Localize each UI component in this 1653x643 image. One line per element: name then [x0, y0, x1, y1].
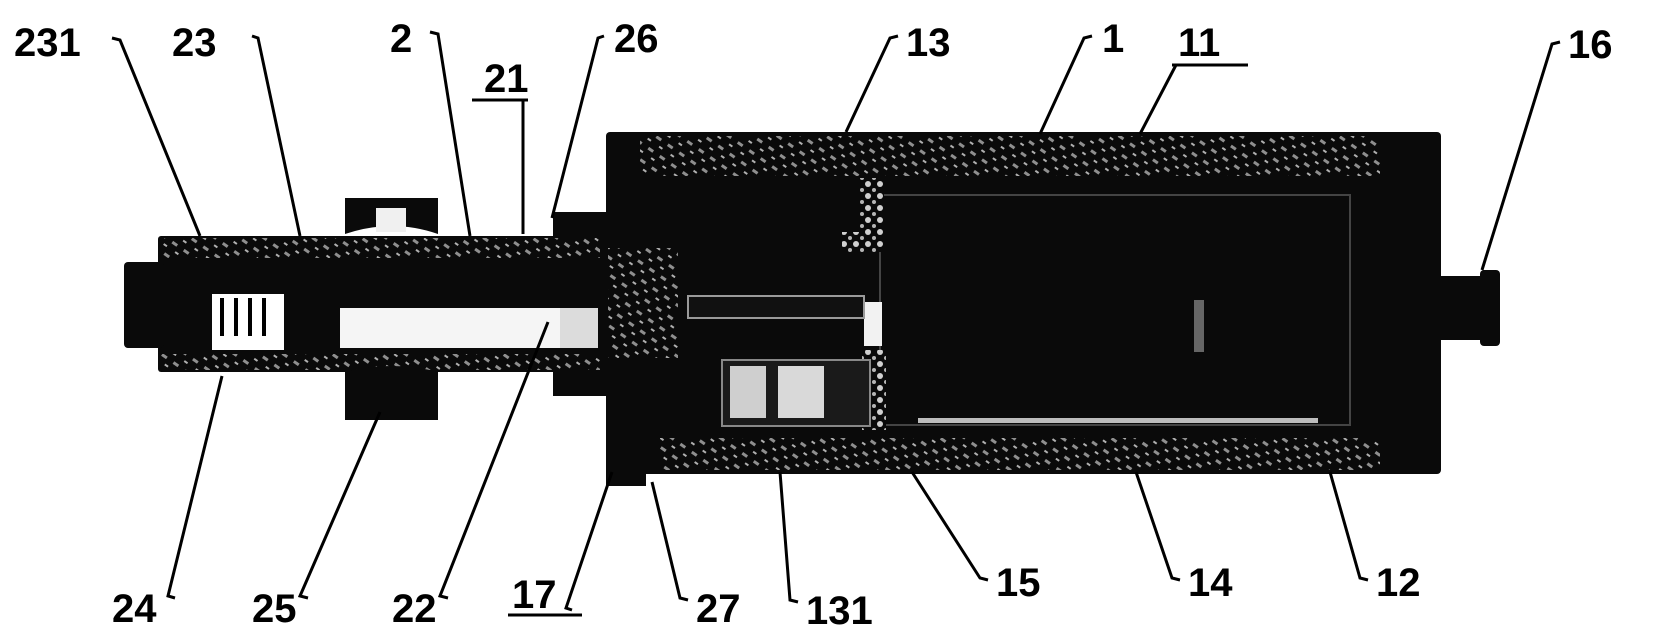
housing-bottom-wall-hatch — [660, 438, 1380, 470]
grip-ring-highlight — [376, 208, 406, 232]
label-23: 23 — [172, 21, 217, 65]
shaft-assembly — [124, 236, 608, 372]
leader-lines — [111, 30, 1561, 617]
shaft-bottom-wall-hatch — [160, 354, 600, 370]
label-17: 17 — [512, 573, 557, 617]
label-11: 11 — [1178, 21, 1220, 65]
label-24: 24 — [112, 587, 157, 631]
housing-top-wall-hatch — [640, 136, 1380, 176]
label-131: 131 — [806, 589, 873, 633]
grip-ring — [345, 198, 438, 420]
shaft-top-wall-hatch — [160, 238, 600, 258]
reference-labels: 231 23 2 21 26 13 1 11 16 24 25 22 17 27… — [14, 17, 1613, 633]
spring-coils — [220, 298, 266, 336]
label-2: 2 — [390, 17, 412, 61]
label-1: 1 — [1102, 17, 1124, 61]
end-nipple — [1441, 270, 1500, 346]
inner-rod — [687, 295, 865, 319]
chamber-gap-upper — [864, 302, 882, 346]
flange-hatch — [598, 248, 678, 358]
label-12: 12 — [1376, 561, 1421, 605]
label-26: 26 — [614, 17, 659, 61]
lower-compartment-window-2 — [778, 366, 824, 418]
main-housing — [606, 132, 1441, 474]
shaft-bore — [340, 308, 598, 348]
label-25: 25 — [252, 587, 297, 631]
label-27: 27 — [696, 587, 741, 631]
label-14: 14 — [1188, 561, 1233, 605]
label-13: 13 — [906, 21, 951, 65]
chamber-slot — [1194, 300, 1204, 352]
label-231: 231 — [14, 21, 81, 65]
lower-compartment-window-1 — [730, 366, 766, 418]
stepped-wall-lip — [842, 232, 882, 252]
label-21: 21 — [484, 57, 529, 101]
shaft-bore-shadow — [560, 308, 598, 348]
label-15: 15 — [996, 561, 1041, 605]
inner-chamber-bottom-line — [918, 418, 1318, 423]
label-22: 22 — [392, 587, 437, 631]
label-16: 16 — [1568, 23, 1613, 67]
